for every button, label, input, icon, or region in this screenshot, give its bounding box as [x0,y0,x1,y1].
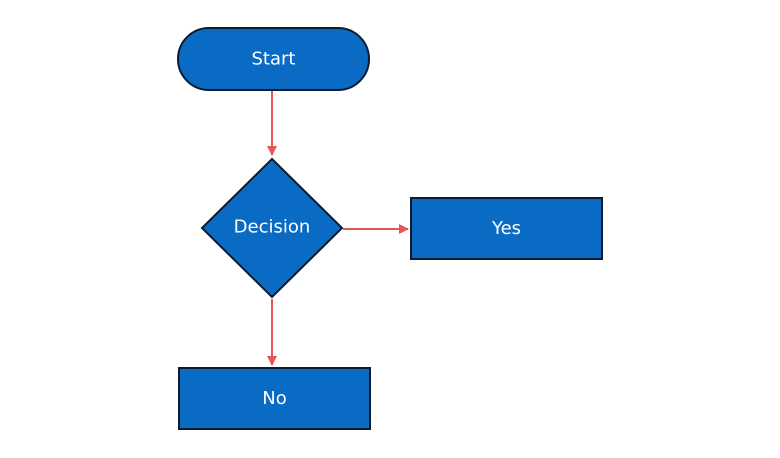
edges [267,91,409,366]
decision-label: Decision [234,217,311,238]
node-yes[interactable]: Yes [410,197,603,260]
decision-diamond-shape [200,157,344,299]
node-no[interactable]: No [178,367,371,430]
no-label: No [262,388,286,409]
yes-label: Yes [491,218,521,239]
start-terminator-shape [177,27,370,91]
node-start[interactable]: Start [177,27,370,91]
no-rectangle-shape [178,367,371,430]
start-label: Start [252,49,296,70]
node-decision[interactable]: Decision [200,157,344,299]
yes-rectangle-shape [410,197,603,260]
